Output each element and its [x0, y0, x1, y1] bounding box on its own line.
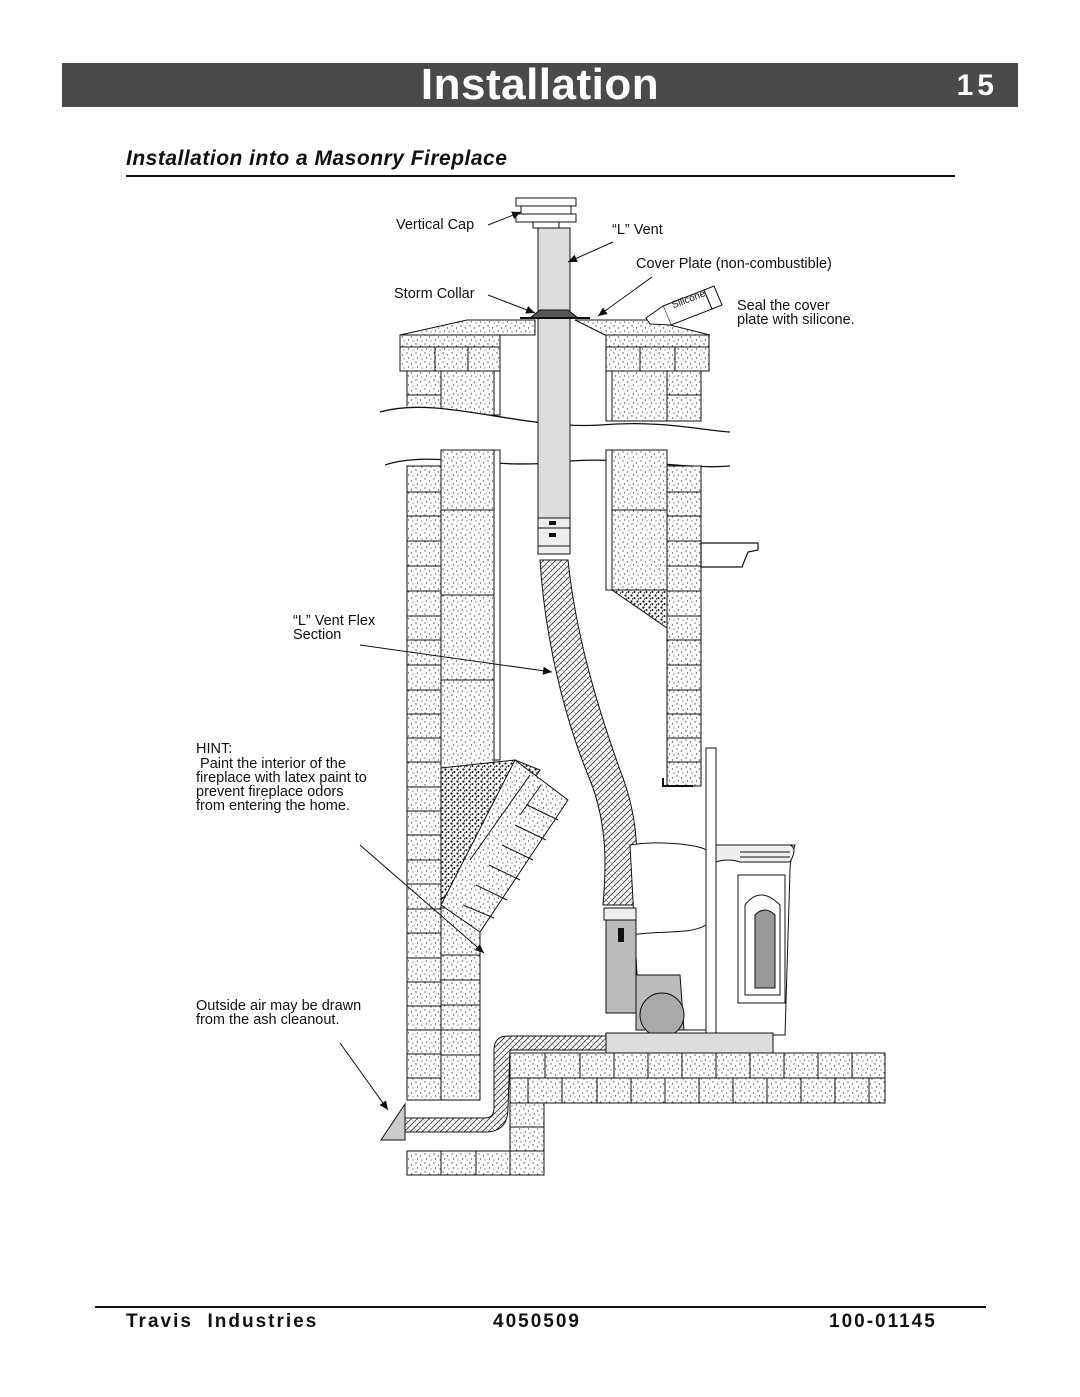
sloped-firebrick [440, 759, 569, 933]
label-flex-line1: “L” Vent Flex [293, 613, 376, 629]
hearth [406, 1052, 886, 1176]
label-storm-collar: Storm Collar [394, 286, 475, 302]
footer-company: Travis Industries [126, 1311, 319, 1332]
section-title: Installation into a Masonry Fireplace [126, 147, 508, 170]
chimney-top [399, 319, 711, 422]
label-vertical-cap: Vertical Cap [396, 217, 475, 233]
right-chimney-wall [605, 449, 759, 787]
header-bar: Installation 15 [62, 63, 1018, 107]
label-hint-line3: prevent fireplace odors [196, 784, 344, 800]
label-air-line1: Outside air may be drawn [196, 998, 362, 1014]
label-hint-line4: from entering the home. [196, 798, 350, 814]
label-hint-title: HINT: [196, 741, 233, 757]
footer-part-number: 100-01145 [829, 1311, 937, 1332]
page-title: Installation [420, 60, 660, 109]
label-air-line2: from the ash cleanout. [196, 1012, 340, 1028]
footer-date-code: 4050509 [493, 1311, 581, 1332]
label-seal-line2: plate with silicone. [737, 312, 855, 328]
outside-air-duct [380, 1035, 613, 1141]
label-cover-plate: Cover Plate (non-combustible) [636, 256, 832, 272]
footer-rule [95, 1306, 986, 1308]
label-hint-line2: fireplace with latex paint to [196, 770, 367, 786]
section-rule [126, 175, 955, 177]
label-hint-line1: Paint the interior of the [196, 756, 346, 772]
l-vent-pipe [515, 197, 590, 555]
l-vent-flex [539, 559, 638, 906]
silicone-tube-icon [645, 285, 723, 326]
label-seal-line1: Seal the cover [737, 298, 830, 314]
label-flex-line2: Section [293, 627, 342, 643]
page-number: 15 [956, 69, 998, 102]
leader-lines [339, 211, 653, 1111]
fireplace-insert [603, 747, 796, 1054]
label-l-vent: “L” Vent [612, 222, 663, 238]
